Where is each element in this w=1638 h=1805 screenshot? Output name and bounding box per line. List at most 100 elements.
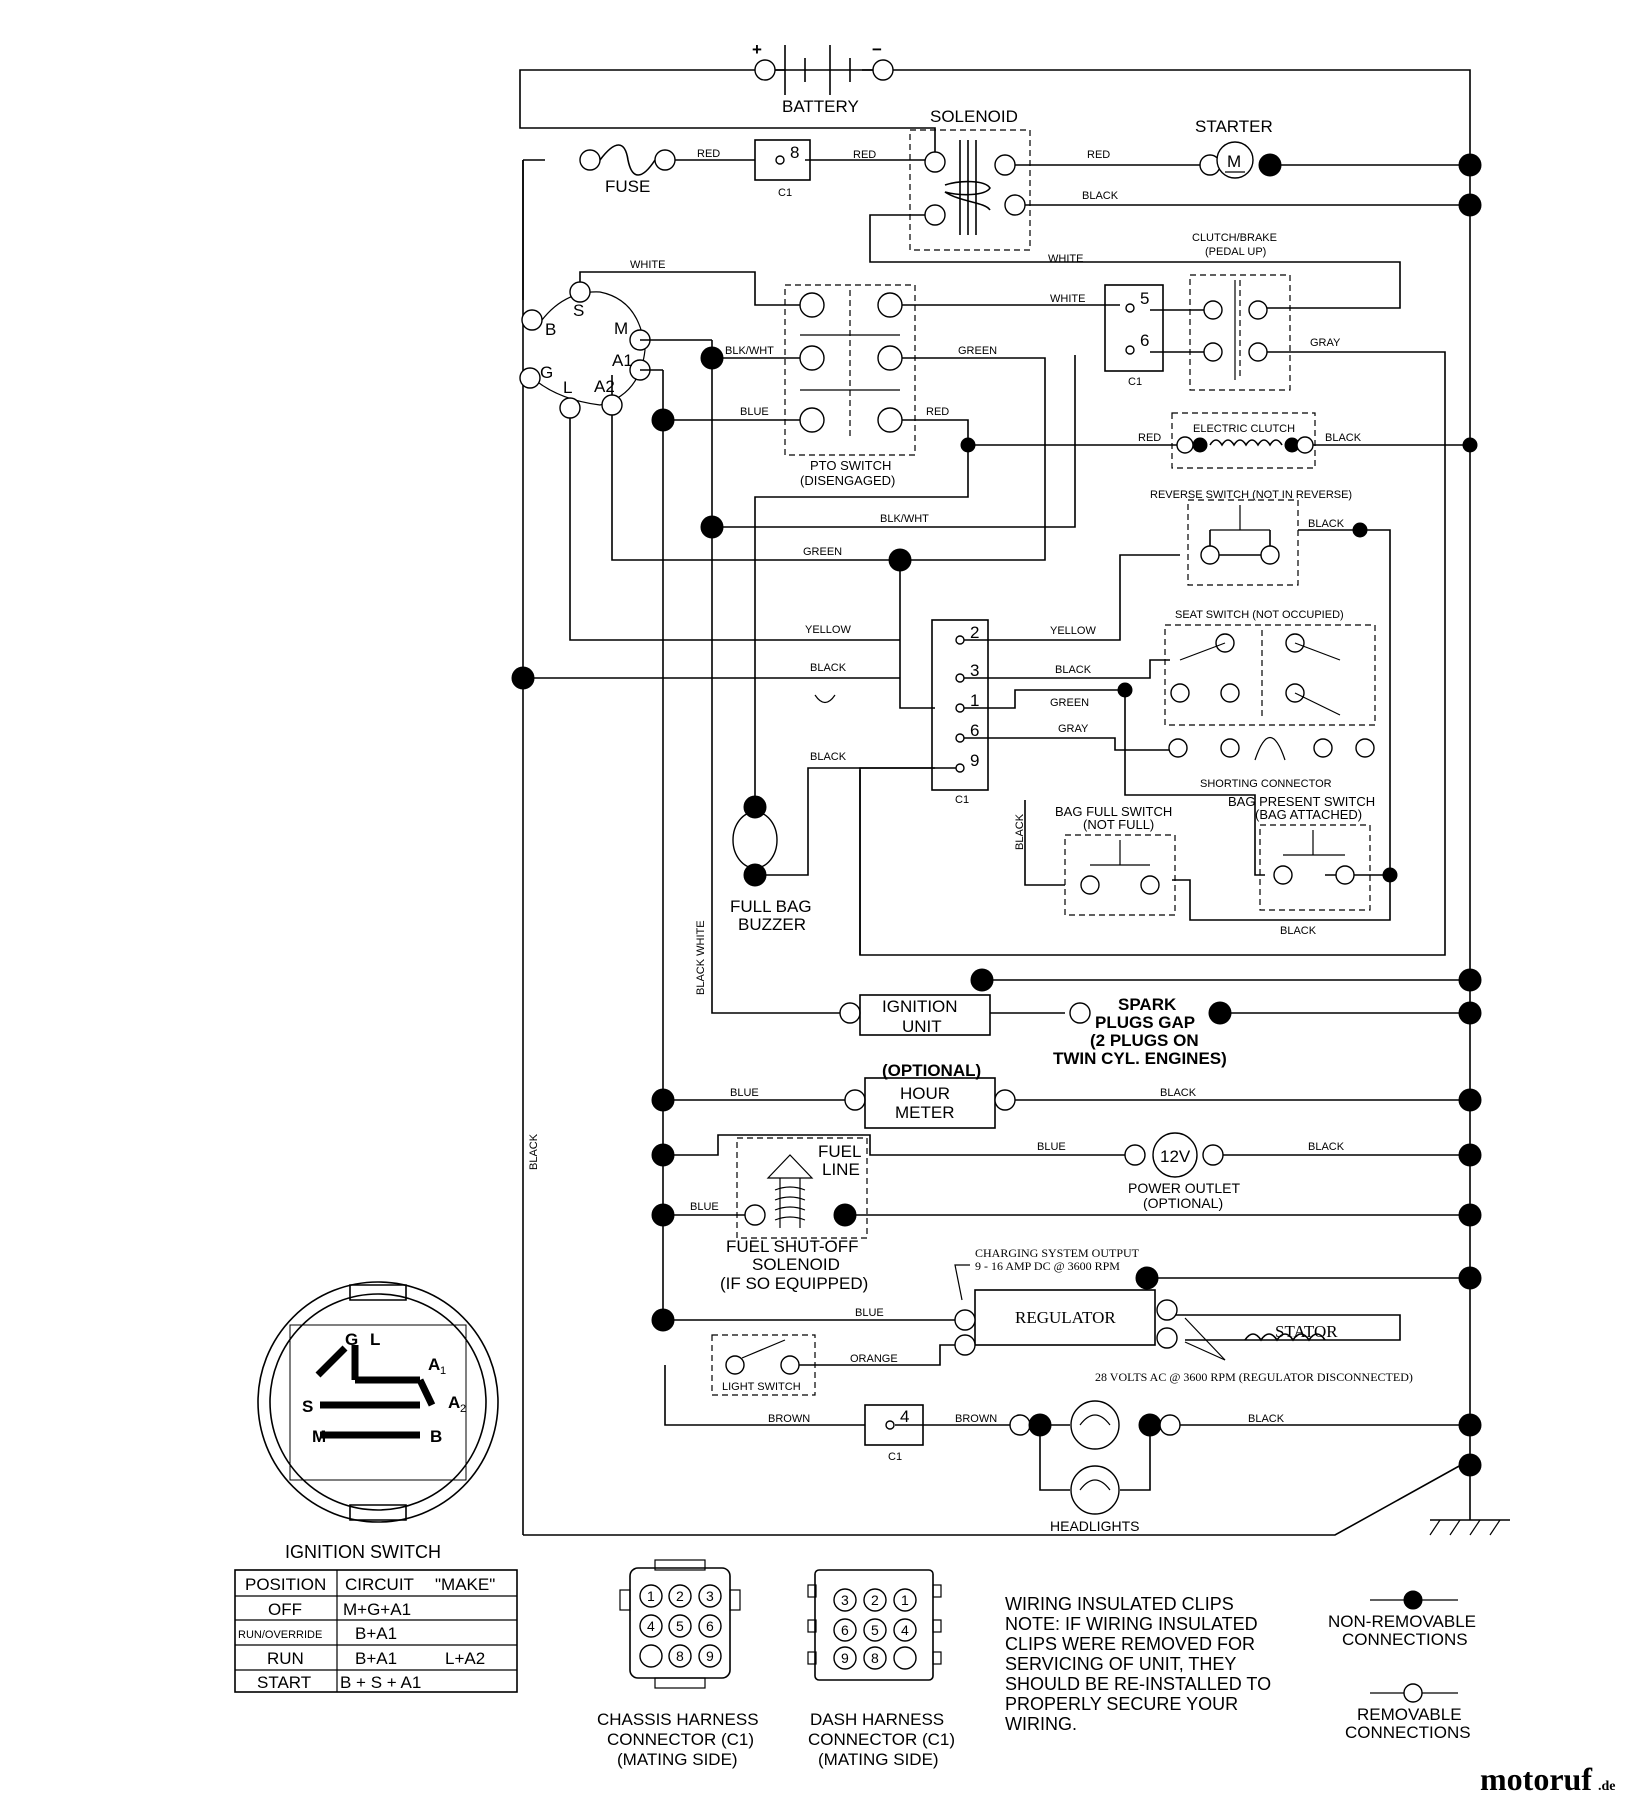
note-line-3: CLIPS WERE REMOVED FOR: [1005, 1634, 1255, 1654]
clutch-brake-label-1: CLUTCH/BRAKE: [1192, 232, 1277, 244]
wire-black-1: BLACK: [1082, 190, 1119, 202]
ignition-unit-symbol: IGNITION UNIT SPARK PLUGS GAP (2 PLUGS O…: [839, 968, 1232, 1068]
wire-white-3: WHITE: [1050, 293, 1085, 305]
chassis-label-2: CONNECTOR (C1): [607, 1730, 754, 1749]
spark-label-2: PLUGS GAP: [1095, 1013, 1195, 1032]
legend-non-removable-1: NON-REMOVABLE: [1328, 1612, 1476, 1631]
note-line-7: WIRING.: [1005, 1714, 1077, 1734]
note-line-2: NOTE: IF WIRING INSULATED: [1005, 1614, 1258, 1634]
chassis-pin-2: 2: [676, 1588, 684, 1604]
wire-red-3: RED: [1087, 149, 1110, 161]
bag-full-label-1: BAG FULL SWITCH: [1055, 804, 1172, 819]
table-row-3-circuit: B + S + A1: [340, 1673, 421, 1692]
wire-blue-2: BLUE: [730, 1087, 759, 1099]
stator-label: STATOR: [1275, 1322, 1338, 1341]
table-header-make: "MAKE": [435, 1575, 495, 1594]
spark-label-1: SPARK: [1118, 995, 1177, 1014]
wire-black-5: BLACK: [1055, 664, 1092, 676]
wire-black-8: BLACK: [1160, 1087, 1197, 1099]
regulator-label: REGULATOR: [1015, 1308, 1116, 1327]
bag-present-switch-symbol: BAG PRESENT SWITCH (BAG ATTACHED): [1228, 794, 1375, 911]
chassis-pin-4: 4: [647, 1618, 655, 1634]
note-line-1: WIRING INSULATED CLIPS: [1005, 1594, 1234, 1614]
wire-blue-3: BLUE: [1037, 1141, 1066, 1153]
face-b: B: [430, 1427, 442, 1446]
c1-pin-1: 1: [970, 691, 979, 710]
wire-orange-1: ORANGE: [850, 1353, 898, 1365]
wire-green-1: GREEN: [958, 345, 997, 357]
chassis-pin-1: 1: [647, 1588, 655, 1604]
dash-pin-4: 4: [901, 1622, 909, 1638]
wire-black-vertical-2: BLACK: [1014, 813, 1026, 850]
ignition-switch-table: POSITION CIRCUIT "MAKE" OFF M+G+A1 RUN/O…: [234, 1569, 518, 1693]
pto-label-2: (DISENGAGED): [800, 473, 895, 488]
fuse-c1-pin: 8: [790, 143, 799, 162]
wire-green-3: GREEN: [1050, 697, 1089, 709]
chassis-pin-5: 5: [676, 1618, 684, 1634]
c1-5-6-connector: 5 6 C1: [1104, 284, 1164, 388]
table-row-0-circuit: M+G+A1: [343, 1600, 411, 1619]
wire-black-4: BLACK: [810, 662, 847, 674]
c1-pin-6: 6: [1140, 331, 1149, 350]
c1-pin-5: 5: [1140, 289, 1149, 308]
headlights-symbol: HEADLIGHTS: [1009, 1400, 1181, 1534]
chassis-pin-8: 8: [676, 1648, 684, 1664]
c1-5-6-label: C1: [1128, 376, 1142, 388]
fuse-c1-label: C1: [778, 187, 792, 199]
spark-label-4: TWIN CYL. ENGINES): [1053, 1049, 1227, 1068]
c1-brown-connector: 4 C1: [864, 1404, 924, 1463]
c1-pin-4: 4: [900, 1407, 909, 1426]
hour-meter-label-1: HOUR: [900, 1084, 950, 1103]
table-header-position: POSITION: [245, 1575, 326, 1594]
wire-black-vertical: BLACK: [528, 1133, 540, 1170]
table-row-3-position: START: [257, 1673, 311, 1692]
battery-plus: +: [752, 40, 762, 59]
starter-m: M: [1227, 152, 1241, 171]
chassis-label-3: (MATING SIDE): [617, 1750, 738, 1769]
ign-s: S: [573, 301, 584, 320]
dash-pin-9: 9: [841, 1650, 849, 1666]
headlights-label: HEADLIGHTS: [1050, 1518, 1139, 1534]
battery-label: BATTERY: [782, 97, 859, 116]
c1-pin-3: 3: [970, 661, 979, 680]
spark-label-3: (2 PLUGS ON: [1090, 1031, 1199, 1050]
note-line-4: SERVICING OF UNIT, THEY: [1005, 1654, 1236, 1674]
c1-main-label: C1: [955, 794, 969, 806]
clutch-brake-label-2: (PEDAL UP): [1205, 246, 1266, 258]
ignition-switch-title: IGNITION SWITCH: [285, 1542, 441, 1562]
face-g: G: [345, 1330, 358, 1349]
note-line-6: PROPERLY SECURE YOUR: [1005, 1694, 1238, 1714]
wire-white-1: WHITE: [1048, 253, 1083, 265]
wire-gray-2: GRAY: [1058, 723, 1089, 735]
ign-m: M: [614, 319, 628, 338]
shorting-connector: SHORTING CONNECTOR: [1168, 737, 1375, 790]
legend-removable-1: REMOVABLE: [1357, 1705, 1462, 1724]
pto-switch-symbol: PTO SWITCH (DISENGAGED): [784, 284, 916, 488]
chassis-harness-connector: 1 2 3 4 5 6 8 9 CHASSIS HARNESS CONNECTO…: [597, 1559, 759, 1769]
wire-yellow-1: YELLOW: [805, 624, 851, 636]
starter-label: STARTER: [1195, 117, 1273, 136]
c1-pin-9: 9: [970, 751, 979, 770]
dash-harness-connector: 3 2 1 6 5 4 9 8 DASH HARNESS CONNECTOR (…: [807, 1569, 955, 1769]
ignition-unit-label-1: IGNITION: [882, 997, 958, 1016]
wire-labels: RED RED RED BLACK WHITE WHITE WHITE GRAY…: [528, 148, 1362, 1425]
wire-black-6: BLACK: [810, 751, 847, 763]
table-row-2-circuit: B+A1: [355, 1649, 397, 1668]
wire-blue-4: BLUE: [690, 1201, 719, 1213]
face-s: S: [302, 1397, 313, 1416]
shorting-connector-label: SHORTING CONNECTOR: [1200, 778, 1332, 790]
optional-label: (OPTIONAL): [882, 1061, 981, 1080]
battery-minus: −: [872, 40, 882, 59]
wire-brown-2: BROWN: [955, 1413, 997, 1425]
legend: NON-REMOVABLE CONNECTIONS REMOVABLE CONN…: [1328, 1590, 1476, 1742]
clutch-brake-switch: CLUTCH/BRAKE (PEDAL UP): [1189, 232, 1291, 391]
light-switch-symbol: LIGHT SWITCH: [711, 1334, 816, 1396]
pto-label-1: PTO SWITCH: [810, 458, 891, 473]
dash-label-3: (MATING SIDE): [818, 1750, 939, 1769]
wire-black-10: BLACK: [1248, 1413, 1285, 1425]
bag-present-label-2: (BAG ATTACHED): [1255, 807, 1362, 822]
junction-dots: [511, 153, 1482, 1477]
wire-green-2: GREEN: [803, 546, 842, 558]
wiring-note: WIRING INSULATED CLIPS NOTE: IF WIRING I…: [1005, 1594, 1271, 1734]
